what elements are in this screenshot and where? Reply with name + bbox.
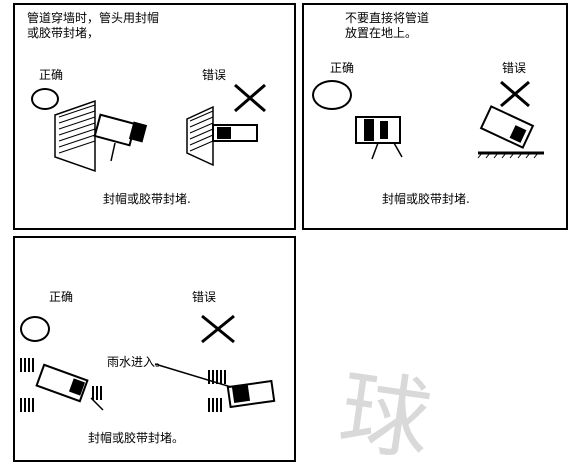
panel3-caption: 封帽或胶带封堵。 xyxy=(88,431,185,445)
panel1-instruction-line2: 或胶带封堵， xyxy=(27,26,100,40)
correct-circle-icon xyxy=(312,80,352,110)
panel-wall-penetration: 管道穿墙时，管头用封帽 或胶带封堵， 正确 错误 封帽或胶带封堵. xyxy=(13,3,296,230)
panel-rain-ingress: 正确 错误 雨水进入。 封帽或胶带封堵。 xyxy=(13,236,296,462)
capped-pipe-in-rain-illustration xyxy=(20,358,104,412)
capped-pipe-illustration xyxy=(355,116,403,160)
pipe-on-ground-illustration xyxy=(477,105,544,159)
uncapped-pipe-through-wall-illustration xyxy=(186,105,258,167)
panel2-instruction-line1: 不要直接将管道 xyxy=(345,11,430,25)
panel2-instruction-line2: 放置在地上。 xyxy=(345,26,418,40)
uncapped-pipe-in-rain-illustration xyxy=(154,363,276,412)
watermark: 球 xyxy=(333,358,437,475)
capped-pipe-through-wall-illustration xyxy=(54,99,148,173)
panel3-wrong-label: 错误 xyxy=(192,290,217,304)
panel1-correct-label: 正确 xyxy=(39,68,64,82)
panel-pipe-on-ground: 不要直接将管道 放置在地上。 正确 错误 封帽或胶带封堵. xyxy=(302,3,568,230)
panel1-instruction-line1: 管道穿墙时，管头用封帽 xyxy=(27,11,160,25)
panel2-correct-label: 正确 xyxy=(330,61,355,75)
wrong-cross-icon xyxy=(500,80,530,108)
panel1-caption: 封帽或胶带封堵. xyxy=(103,192,191,206)
panel3-rain-label: 雨水进入。 xyxy=(107,355,168,369)
wrong-cross-icon xyxy=(234,83,266,113)
panel3-correct-label: 正确 xyxy=(49,290,74,304)
panel2-caption: 封帽或胶带封堵. xyxy=(382,192,470,206)
panel2-wrong-label: 错误 xyxy=(502,61,527,75)
panel1-wrong-label: 错误 xyxy=(202,68,227,82)
correct-circle-icon xyxy=(20,316,50,342)
correct-circle-icon xyxy=(31,88,59,110)
wrong-cross-icon xyxy=(201,314,235,344)
